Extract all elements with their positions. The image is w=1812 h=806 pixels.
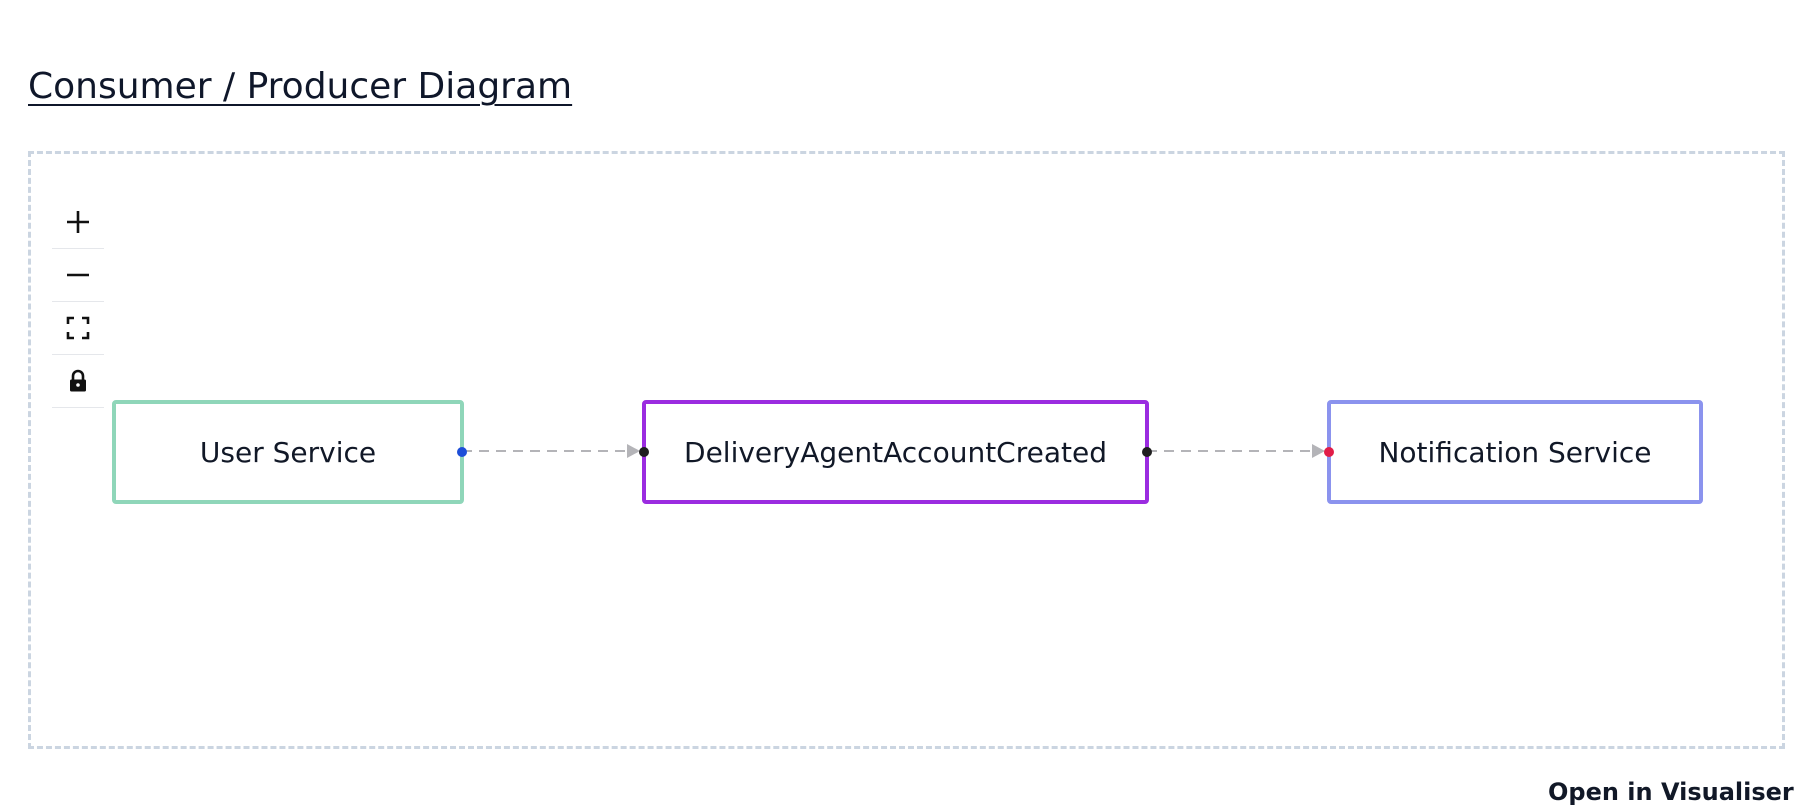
event-node-label: DeliveryAgentAccountCreated: [684, 435, 1107, 469]
producer-node-label: User Service: [199, 435, 377, 469]
plus-icon: [67, 211, 89, 233]
zoom-in-button[interactable]: [52, 196, 104, 249]
consumer-node-label: Notification Service: [1378, 435, 1652, 469]
fit-view-button[interactable]: [52, 302, 104, 355]
minus-icon: [67, 273, 89, 277]
target-handle[interactable]: [639, 447, 649, 457]
lock-button[interactable]: [52, 355, 104, 408]
diagram-controls: [52, 196, 104, 408]
source-handle[interactable]: [457, 447, 467, 457]
source-handle[interactable]: [1142, 447, 1152, 457]
target-handle[interactable]: [1324, 447, 1334, 457]
visualiser-link[interactable]: Open in Visualiser: [1548, 778, 1794, 806]
lock-icon: [70, 369, 86, 392]
fit-view-icon: [66, 316, 90, 340]
zoom-out-button[interactable]: [52, 249, 104, 302]
event-node[interactable]: DeliveryAgentAccountCreated: [639, 400, 1152, 504]
page-title[interactable]: Consumer / Producer Diagram: [28, 66, 573, 107]
consumer-node[interactable]: Notification Service: [1324, 400, 1703, 504]
producer-node[interactable]: User Service: [112, 400, 467, 504]
